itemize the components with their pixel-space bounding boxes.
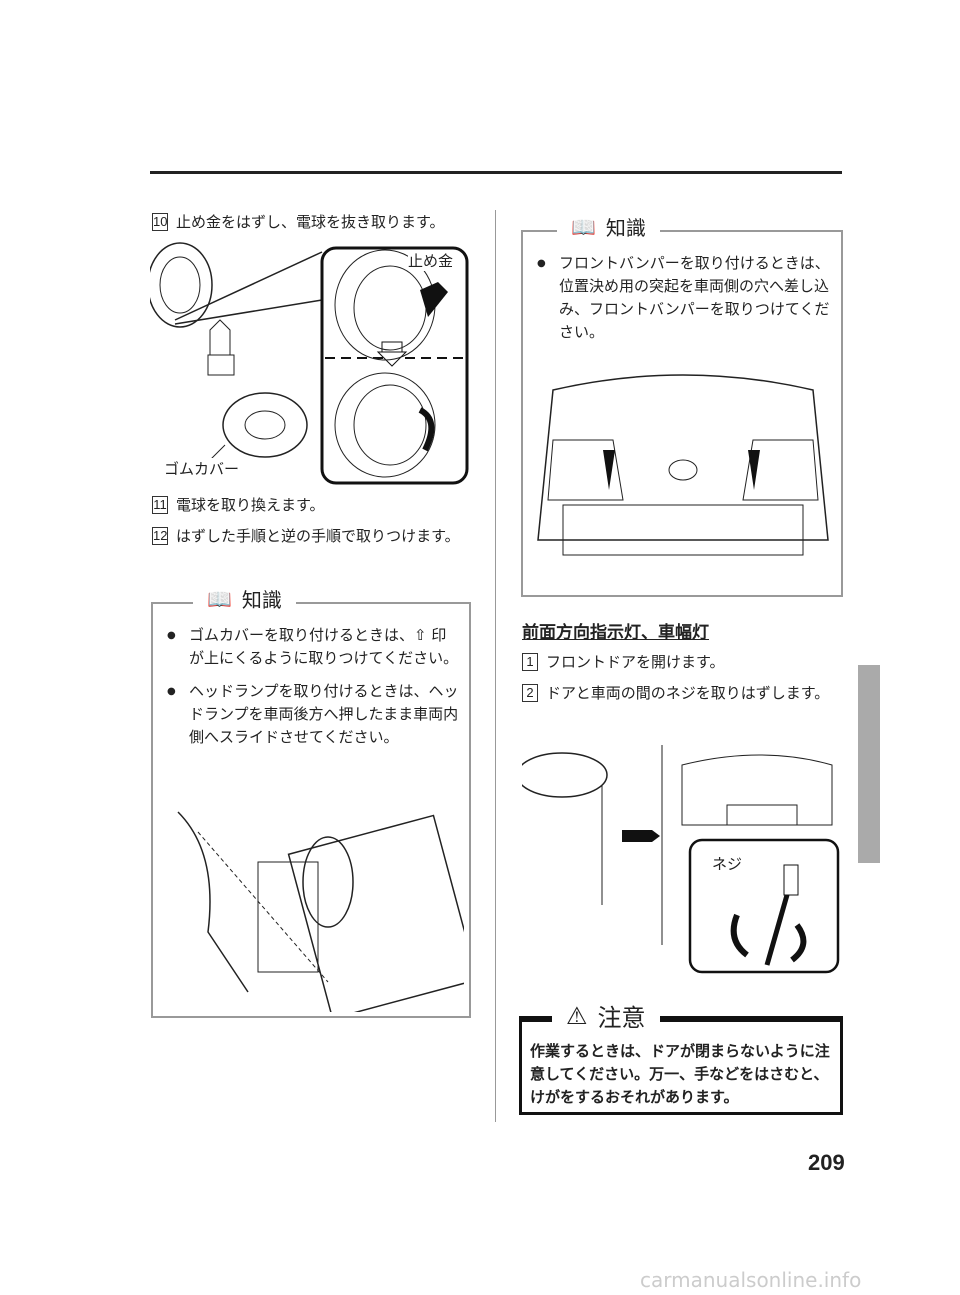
knowledge-item: フロントバンパーを取り付けるときは、位置決め用の突起を車両側の穴へ差し込み、フロ…	[533, 252, 831, 344]
step-number: 11	[152, 496, 168, 514]
top-rule	[150, 171, 842, 174]
step-number: 12	[152, 527, 168, 545]
bulb-drawing	[150, 242, 469, 485]
label-retaining-clip: 止め金	[408, 250, 454, 271]
caution-text: 作業するときは、ドアが閉まらないように注意してください。万一、手などをはさむと、…	[530, 1042, 830, 1106]
knowledge-item: ゴムカバーを取り付けるときは、⇧ 印が上にくるように取りつけてください。	[163, 624, 459, 670]
step-text: 電球を取り換えます。	[176, 496, 325, 514]
knowledge-box-right: 📖 知識 フロントバンパーを取り付けるときは、位置決め用の突起を車両側の穴へ差し…	[521, 212, 843, 597]
step-number: 10	[152, 213, 168, 231]
step-number: 2	[522, 684, 538, 702]
watermark: carmanualsonline.info	[640, 1268, 862, 1292]
step-text: 止め金をはずし、電球を抜き取ります。	[176, 213, 445, 231]
headlamp-install-illustration	[177, 811, 464, 1012]
knowledge-box-left: 📖 知識 ゴムカバーを取り付けるときは、⇧ 印が上にくるように取りつけてください…	[151, 584, 471, 1018]
step-10: 10 止め金をはずし、電球を抜き取ります。	[152, 210, 472, 234]
section-tab	[858, 665, 880, 863]
knowledge-title: 知識	[241, 588, 282, 612]
section-heading: 前面方向指示灯、車幅灯	[522, 623, 709, 643]
column-divider	[495, 210, 496, 1122]
step-2: 2 ドアと車両の間のネジを取りはずします。	[522, 681, 842, 705]
door-drawing	[522, 745, 840, 974]
knowledge-title: 知識	[605, 216, 646, 240]
caution-header: ⚠ 注意	[552, 998, 660, 1033]
knowledge-header: 📖 知識	[193, 584, 296, 613]
step-text: ドアと車両の間のネジを取りはずします。	[546, 684, 830, 702]
front-bumper-illustration	[537, 374, 829, 556]
step-text: フロントドアを開けます。	[546, 653, 725, 671]
door-screw-illustration: ネジ	[522, 735, 842, 975]
step-number: 1	[522, 653, 538, 671]
page-number: 209	[808, 1150, 845, 1175]
label-screw: ネジ	[712, 853, 743, 874]
knowledge-item: ヘッドランプを取り付けるときは、ヘッドランプを車両後方へ押したまま車両内側へスラ…	[163, 680, 459, 749]
step-12: 12 はずした手順と逆の手順で取りつけます。	[152, 524, 472, 548]
caution-box: ⚠ 注意 作業するときは、ドアが閉まらないように注意してください。万一、手などを…	[519, 998, 843, 1115]
step-1: 1 フロントドアを開けます。	[522, 650, 842, 674]
step-text: はずした手順と逆の手順で取りつけます。	[176, 527, 460, 545]
label-rubber-cover: ゴムカバー	[164, 458, 240, 479]
bulb-removal-illustration: 止め金 ゴムカバー	[150, 240, 470, 485]
step-11: 11 電球を取り換えます。	[152, 493, 472, 517]
knowledge-header: 📖 知識	[557, 212, 660, 241]
warning-triangle-icon: ⚠	[566, 1001, 588, 1030]
caution-title: 注意	[597, 1004, 646, 1032]
book-icon: 📖	[571, 214, 596, 239]
book-icon: 📖	[207, 586, 232, 611]
